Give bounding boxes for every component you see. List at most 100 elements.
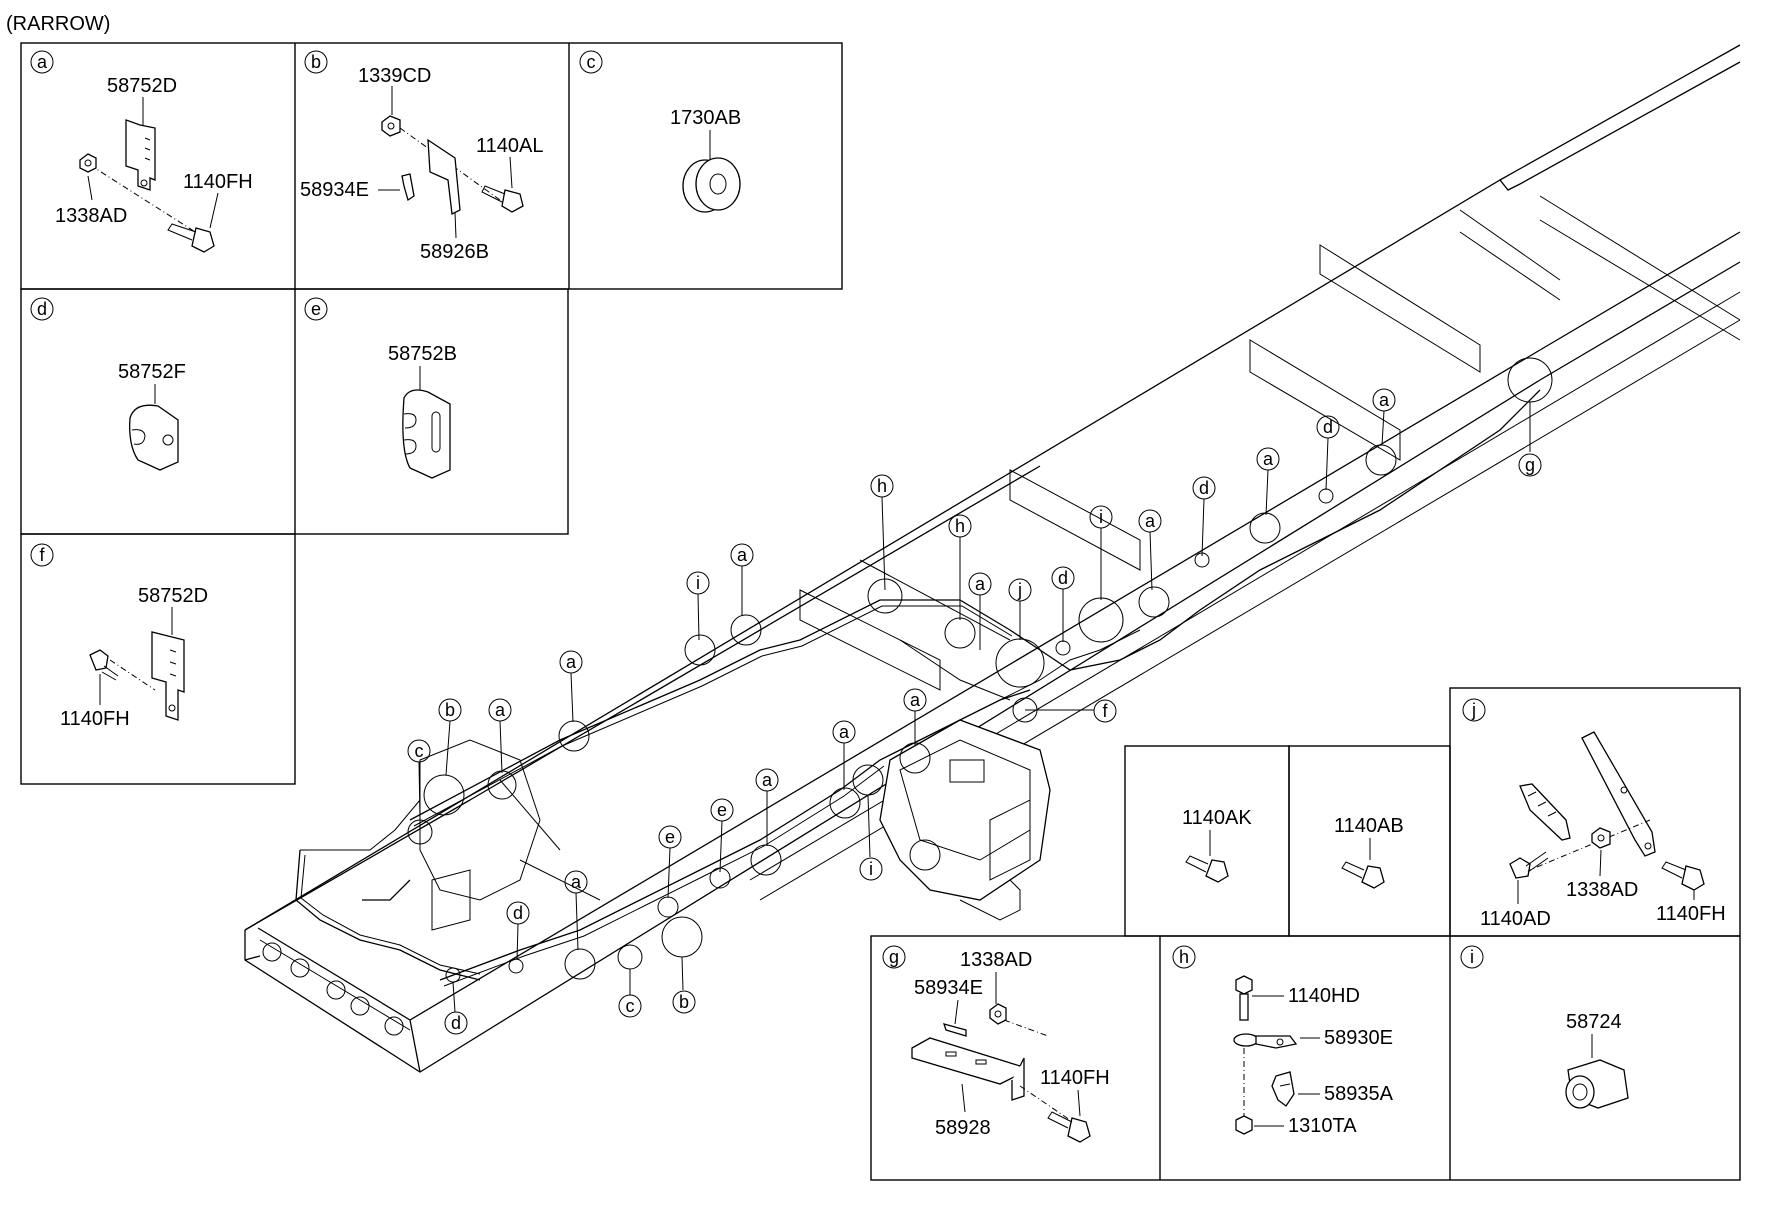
clip-58752b-icon [402, 389, 451, 479]
panel-a-marker [30, 50, 54, 74]
clip-58752f-icon [129, 404, 179, 471]
panel-g: g 1338AD 58934E 58928 1140FH [882, 945, 1110, 1143]
bolt-icon [1047, 1111, 1091, 1143]
callout-letter: c [626, 996, 635, 1016]
panel-b-letter: b [311, 52, 321, 72]
abs-module-icon [879, 719, 1051, 921]
part-label: 58724 [1566, 1011, 1622, 1033]
panel-1140ab: 1140AB [1334, 815, 1404, 889]
callout-letter: a [839, 722, 850, 742]
panel-d: d 58752F [30, 297, 186, 471]
callout-letter: h [877, 476, 887, 496]
callout-letter: f [1102, 701, 1108, 721]
callout-letter: i [869, 859, 873, 879]
panel-h: h 1140HD 58930E 58935A 1310TA [1172, 945, 1394, 1137]
part-label: 1140FH [183, 171, 253, 193]
bolt-icon [1509, 851, 1549, 879]
part-label: 1140AB [1334, 815, 1404, 837]
callout-letter: a [495, 700, 506, 720]
part-label: 58752F [118, 361, 186, 383]
part-label: 1140AK [1182, 807, 1252, 829]
clip-58752d-icon [125, 119, 156, 191]
callout-letter: a [975, 574, 986, 594]
callout-letter: j [1017, 580, 1022, 600]
callout-letter: e [665, 827, 675, 847]
bracket-58930e-icon [1233, 1033, 1298, 1049]
part-label: 1140FH [1656, 903, 1726, 925]
part-label: 58926B [420, 241, 489, 263]
diagram-title: (RARROW) [6, 13, 110, 35]
callout-letter: d [1058, 568, 1068, 588]
panel-f: f 58752D 1140FH [30, 543, 208, 730]
chassis-frame [244, 44, 1741, 1073]
callout-letter: b [445, 700, 455, 720]
part-label: 58930E [1324, 1027, 1393, 1049]
callout-letter: d [513, 903, 523, 923]
bolt-icon [167, 223, 215, 253]
panel-b: b 1339CD 1140AL 58934E 58926B [300, 50, 543, 263]
panel-j: j 1338AD 1140AD 1140FH [1462, 698, 1726, 930]
part-label: 1339CD [358, 65, 431, 87]
panel-grid [20, 42, 1741, 1181]
part-label: 58752D [107, 75, 177, 97]
part-label: 58934E [914, 977, 983, 999]
panel-g-letter: g [889, 947, 899, 967]
callout-letter: g [1525, 455, 1535, 475]
panel-j-letter: j [1471, 700, 1476, 720]
callout-letter: i [1099, 507, 1103, 527]
part-label: 1140AD [1480, 908, 1551, 930]
callout-letter: a [910, 690, 921, 710]
callout-letter: a [566, 652, 577, 672]
panel-e: e 58752B [304, 297, 457, 479]
nut-icon [1591, 827, 1611, 849]
bolt-icon [1235, 975, 1253, 1021]
callouts: h h i a a a j d i a d d a [407, 357, 1553, 1035]
callout-letter: a [762, 770, 773, 790]
panel-e-letter: e [311, 299, 321, 319]
callout-letter: h [955, 516, 965, 536]
nut-icon [1235, 1115, 1253, 1135]
part-label: 1338AD [960, 949, 1032, 971]
part-label: 1140HD [1288, 985, 1360, 1007]
callout-letter: a [571, 872, 582, 892]
part-label: 1310TA [1288, 1115, 1357, 1137]
bracket-58928-icon [911, 1037, 1025, 1101]
panel-c: c 1730AB [579, 50, 741, 213]
part-label: 58928 [935, 1117, 991, 1139]
clip-58752d-icon [151, 631, 185, 721]
callout-letter: b [679, 992, 689, 1012]
panel-c-letter: c [587, 52, 596, 72]
panel-a-letter: a [37, 52, 48, 72]
callout-letter: a [737, 545, 748, 565]
callout-letter: a [1379, 390, 1390, 410]
nut-icon [79, 153, 97, 173]
part-label: 1140FH [1040, 1067, 1110, 1089]
callout-letter: c [415, 741, 424, 761]
callout-letter: a [1263, 449, 1274, 469]
nut-icon [989, 1003, 1007, 1025]
panel-d-letter: d [37, 299, 47, 319]
panel-h-letter: h [1179, 947, 1189, 967]
panel-a: a 58752D 1338AD 1140FH [30, 50, 253, 253]
callout-letter: d [451, 1013, 461, 1033]
callout-letter: a [1145, 511, 1156, 531]
panel-1140ak: 1140AK [1182, 807, 1252, 883]
panel-f-letter: f [39, 545, 45, 565]
part-label: 58752D [138, 585, 208, 607]
part-label: 1338AD [1566, 879, 1638, 901]
part-label: 1730AB [670, 107, 741, 129]
clip-58935a-icon [1271, 1071, 1295, 1107]
panel-i: i 58724 [1460, 945, 1629, 1109]
callout-letter: d [1323, 417, 1333, 437]
part-label: 1140AL [476, 135, 543, 157]
bolt-icon [1185, 855, 1229, 883]
callout-letter: i [696, 573, 700, 593]
bolt-icon [481, 185, 524, 213]
grommet-icon [682, 157, 741, 213]
callout-letter: d [1199, 478, 1209, 498]
bolt-icon [1661, 861, 1705, 891]
part-label: 58752B [388, 343, 457, 365]
part-label: 1140FH [60, 708, 130, 730]
